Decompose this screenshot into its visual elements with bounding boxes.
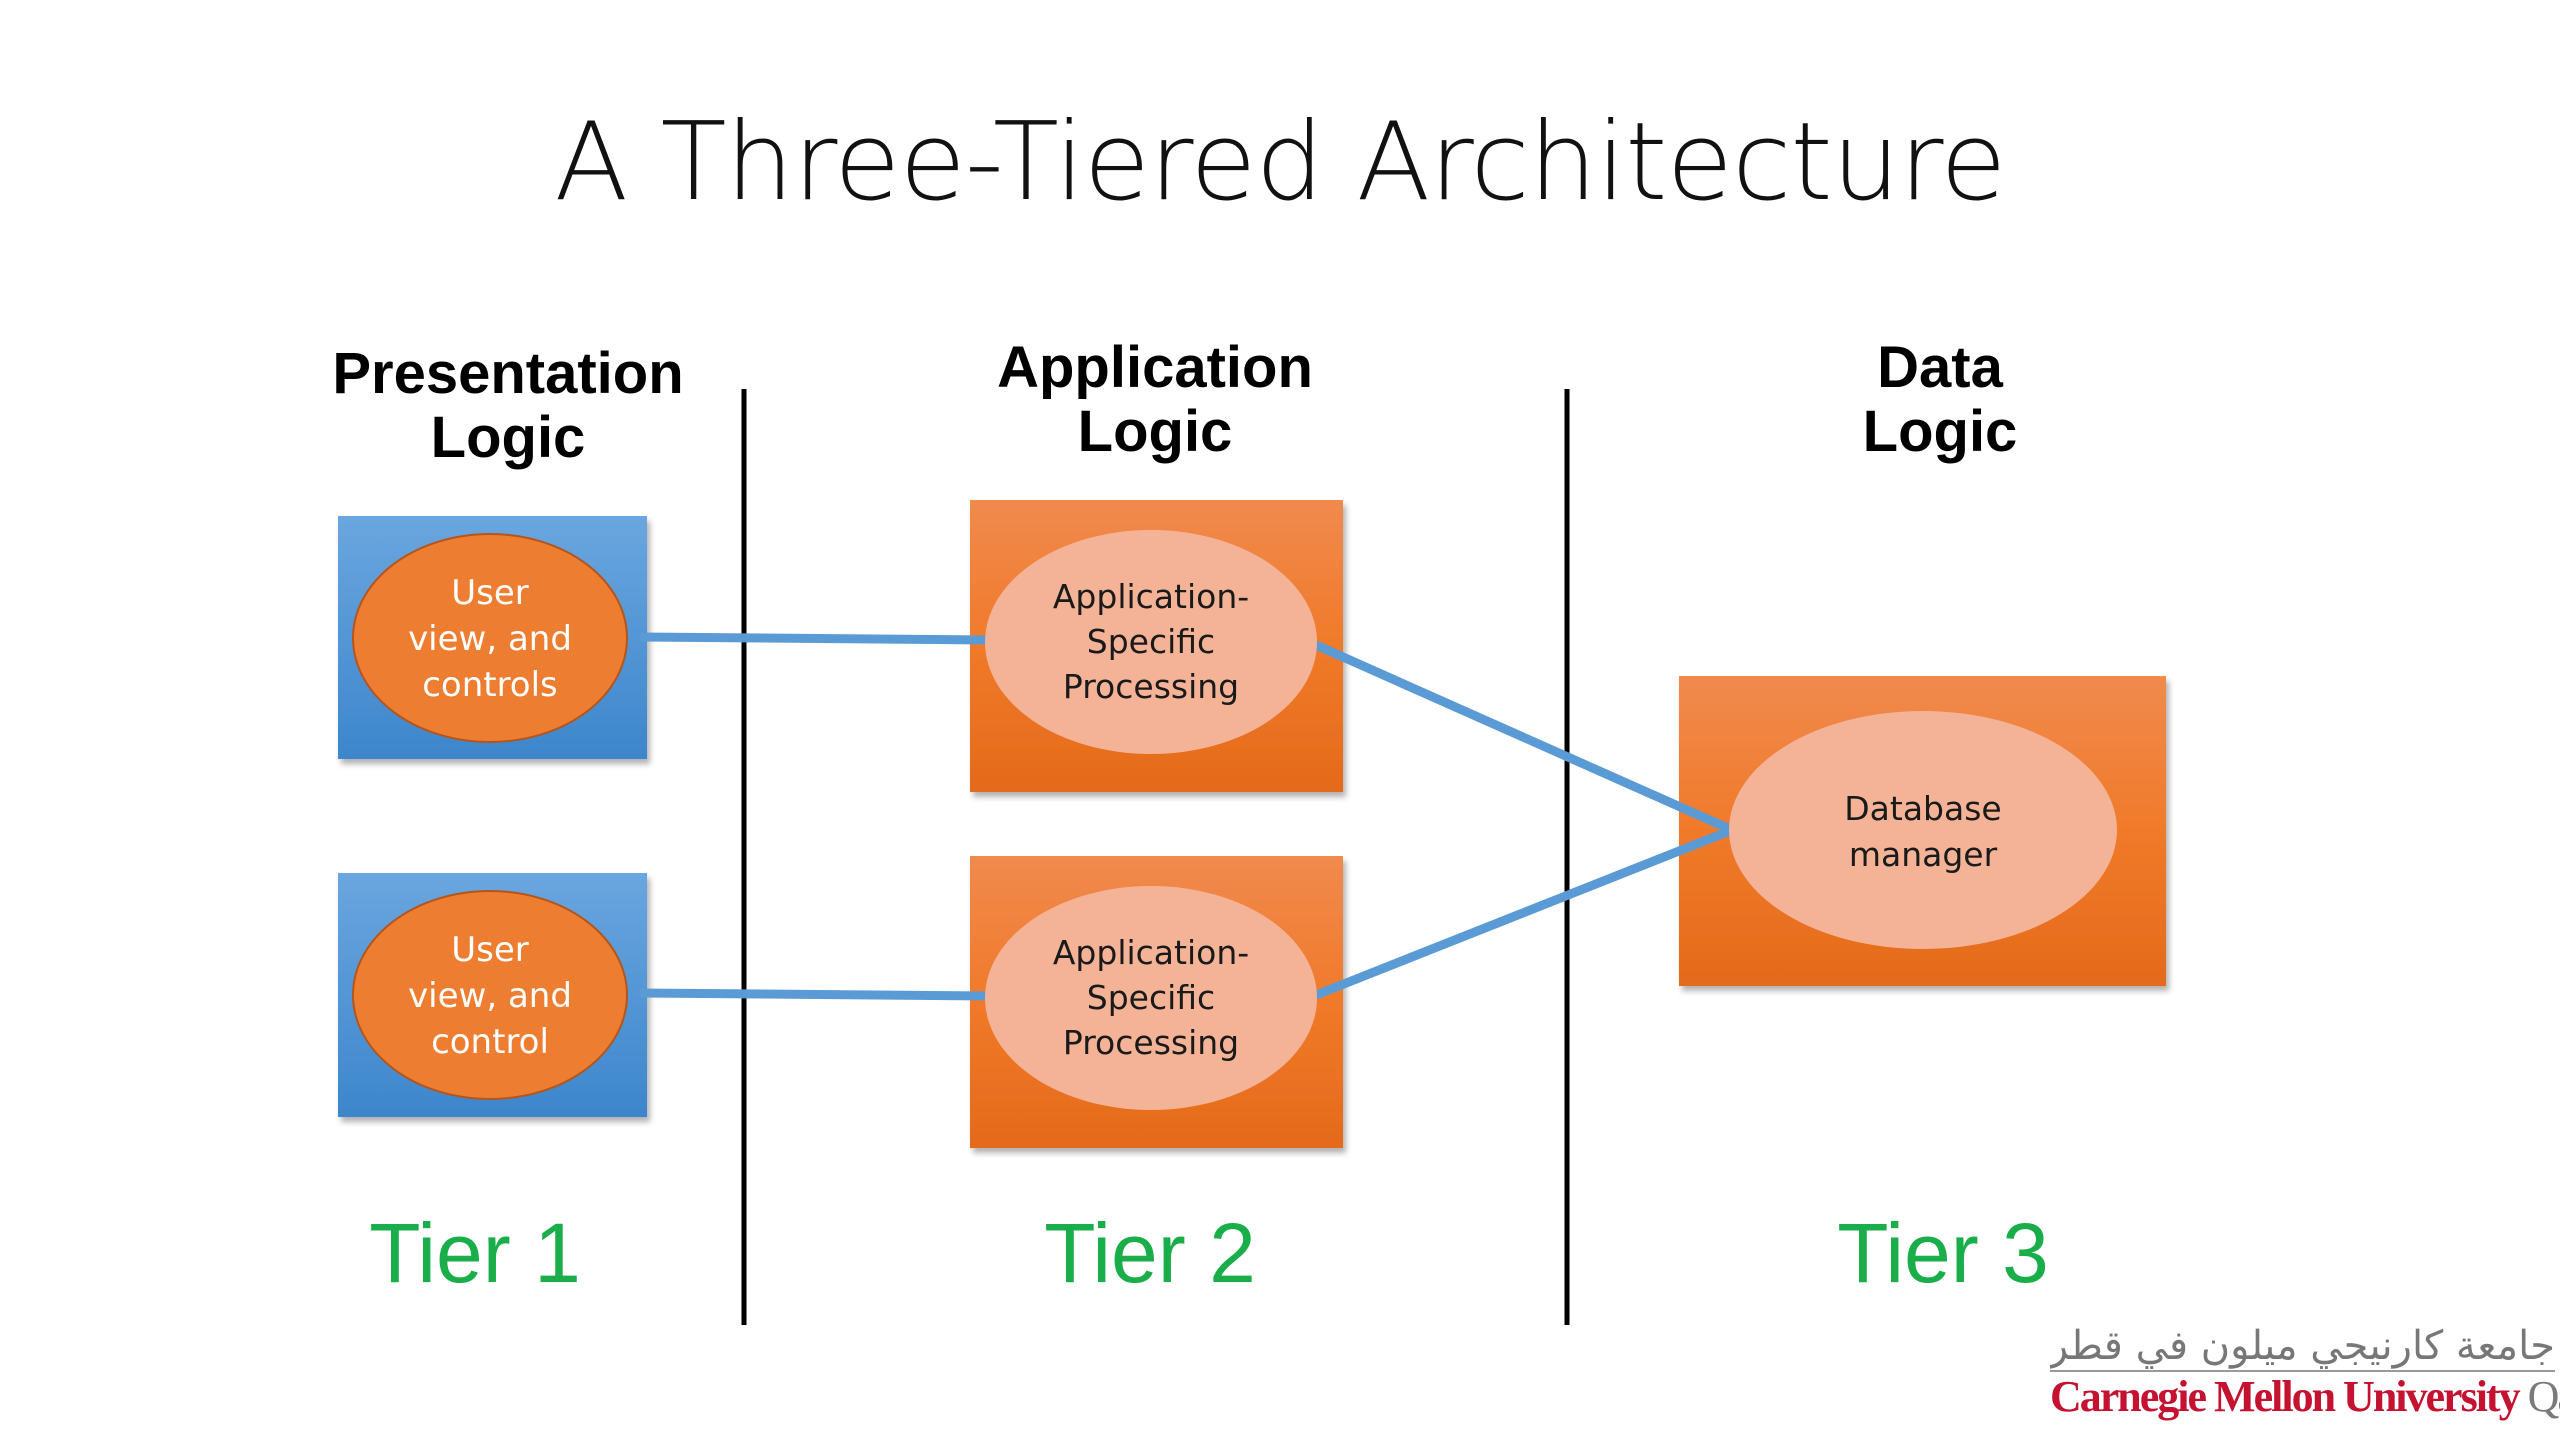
svg-text:view, and: view, and <box>408 976 572 1016</box>
svg-text:Application-: Application- <box>1053 577 1249 616</box>
connector-user1-app1 <box>639 632 991 645</box>
svg-text:Processing: Processing <box>1063 667 1239 706</box>
user-view-label-1: User view, and controls <box>408 573 572 705</box>
slide-title: A Three-Tiered Architecture <box>554 100 2006 225</box>
column-header-data: Data Logic <box>1640 336 2240 464</box>
svg-text:view, and: view, and <box>408 619 572 659</box>
header-line: Application <box>997 335 1313 400</box>
app-processing-label-2: Application- Specific Processing <box>1053 933 1249 1062</box>
svg-text:Application-: Application- <box>1053 933 1249 972</box>
database-manager-label: Database manager <box>1844 789 2001 874</box>
header-line: Logic <box>1077 399 1233 464</box>
svg-text:Specific: Specific <box>1087 978 1215 1017</box>
column-header-presentation: Presentation Logic <box>208 342 808 470</box>
cmu-qatar-logo: جامعة كارنيجي ميلون في قطر Carnegie Mell… <box>2050 1322 2560 1422</box>
connector-app2-db <box>1314 825 1734 1000</box>
header-line: Logic <box>1862 399 2018 464</box>
app-processing-ellipse-2 <box>985 886 1317 1110</box>
column-header-application: Application Logic <box>855 336 1455 464</box>
connector-app1-db <box>1314 640 1734 835</box>
svg-text:User: User <box>451 930 529 970</box>
svg-text:Database: Database <box>1844 789 2001 828</box>
svg-text:control: control <box>431 1022 549 1062</box>
user-view-ellipse-2 <box>352 890 628 1100</box>
svg-text:User: User <box>451 573 529 613</box>
database-manager-ellipse <box>1729 711 2117 949</box>
svg-text:Processing: Processing <box>1063 1023 1239 1062</box>
app-processing-label-1: Application- Specific Processing <box>1053 577 1249 706</box>
svg-text:controls: controls <box>422 665 558 705</box>
logo-arabic-text: جامعة كارنيجي ميلون في قطر <box>2050 1322 2555 1372</box>
app-processing-ellipse-1 <box>985 530 1317 754</box>
tier-label-2: Tier 2 <box>1044 1206 1256 1300</box>
logo-university-name: Carnegie Mellon University <box>2050 1372 2521 1421</box>
header-line: Logic <box>430 405 586 470</box>
logo-english-text: Carnegie Mellon University Qatar <box>2050 1372 2560 1422</box>
header-line: Data <box>1877 335 2003 400</box>
user-view-label-2: User view, and control <box>408 930 572 1062</box>
svg-text:manager: manager <box>1849 835 1998 874</box>
connector-user2-app2 <box>639 988 991 1001</box>
logo-location: Qatar <box>2527 1372 2560 1421</box>
svg-text:Specific: Specific <box>1087 622 1215 661</box>
user-view-ellipse-1 <box>352 533 628 743</box>
header-line: Presentation <box>332 341 684 406</box>
tier-label-3: Tier 3 <box>1837 1206 2049 1300</box>
tier-label-1: Tier 1 <box>369 1206 581 1300</box>
